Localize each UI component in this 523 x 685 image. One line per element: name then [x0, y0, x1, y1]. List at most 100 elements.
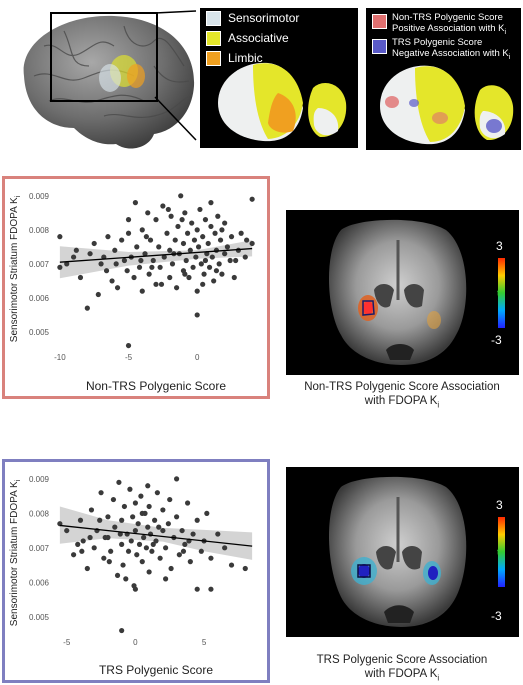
data-point [244, 237, 250, 243]
data-point [216, 261, 222, 267]
data-point [119, 627, 125, 634]
data-point [213, 268, 220, 274]
data-point [160, 203, 166, 209]
data-point [132, 200, 138, 206]
data-point [138, 257, 144, 264]
x-tick-label: -5 [125, 353, 133, 362]
data-point [172, 237, 178, 243]
data-point [132, 527, 138, 534]
data-point [145, 483, 151, 489]
data-point [242, 565, 248, 572]
caption-bottom-line1: TRS Polygenic Score Association [316, 654, 488, 666]
data-point [201, 271, 207, 277]
data-point [139, 510, 145, 516]
caption-bottom-line2-text: with FDOPA K [364, 668, 438, 680]
x-tick-label: -10 [54, 353, 66, 362]
data-point [110, 496, 117, 503]
data-point [189, 220, 195, 226]
colorbar-max-bottom: 3 [496, 498, 503, 512]
data-point [161, 254, 167, 260]
data-point [160, 527, 166, 534]
data-point [125, 342, 132, 349]
data-point [215, 213, 221, 219]
x-tick-label: 5 [202, 638, 207, 647]
data-point [160, 507, 166, 513]
y-tick-label: 0.005 [29, 328, 50, 337]
legend-label-negative-line2: Negative Association with Ki [392, 48, 510, 61]
zoom-lines [154, 10, 197, 141]
data-point [212, 230, 218, 236]
caption-top: Non-TRS Polygenic Score Association with… [283, 380, 521, 412]
data-point [182, 210, 188, 216]
data-point [198, 261, 204, 267]
legend-swatch-negative [372, 39, 387, 54]
data-point [190, 264, 196, 270]
data-point [143, 234, 149, 240]
data-point [130, 514, 136, 520]
data-point [98, 261, 104, 267]
data-point [202, 217, 209, 223]
data-point [106, 559, 112, 565]
positive-sub: i [504, 28, 507, 36]
data-point [84, 305, 90, 311]
data-point [142, 251, 148, 257]
data-point [215, 531, 221, 537]
data-point [178, 193, 184, 199]
negative-text: Negative Association with K [392, 48, 509, 59]
data-point [103, 268, 110, 274]
data-point [249, 196, 255, 202]
data-point [131, 274, 137, 281]
striatum-render [218, 62, 347, 142]
data-point [84, 565, 90, 572]
data-point [149, 264, 155, 270]
data-point [180, 240, 187, 247]
data-point [145, 210, 151, 216]
data-point [168, 565, 174, 572]
y-tick-label: 0.007 [29, 544, 50, 553]
caption-top-line2: with FDOPA Ki [283, 394, 521, 412]
data-point [165, 206, 171, 213]
data-point [179, 217, 185, 223]
data-point [165, 521, 171, 527]
data-point [134, 244, 140, 250]
legend-label-associative: Associative [228, 31, 289, 45]
y-tick-label: 0.005 [29, 613, 50, 622]
data-point [145, 524, 151, 530]
data-point [124, 268, 130, 274]
caption-bottom-sub: i [437, 673, 440, 683]
regression-line [59, 524, 253, 547]
data-point [167, 274, 173, 281]
data-point [139, 559, 145, 565]
data-point [97, 517, 103, 523]
data-point [200, 234, 206, 240]
brain-3d-render [4, 6, 204, 156]
data-point [193, 254, 199, 260]
data-point [131, 583, 137, 589]
data-point [113, 261, 119, 267]
data-point [233, 257, 239, 264]
data-point [117, 531, 123, 537]
legend-label-negative-line1: TRS Polygenic Score [392, 37, 483, 48]
data-point [64, 261, 70, 267]
data-point [125, 230, 132, 236]
data-point [87, 534, 93, 541]
association-legend-panel: Non-TRS Polygenic Score Positive Associa… [366, 8, 521, 150]
data-point [105, 234, 111, 240]
data-point [231, 274, 237, 281]
x-axis-label: Non-TRS Polygenic Score [86, 379, 226, 393]
data-point [228, 234, 235, 240]
y-axis-label: Sensorimotor Striatum FDOPA Ki [9, 479, 22, 626]
data-point [79, 548, 85, 554]
data-point [91, 545, 97, 551]
data-point [182, 541, 188, 547]
y-axis-label: Sensorimotor Striatum FDOPA Ki [9, 195, 22, 342]
data-point [217, 237, 224, 243]
y-tick-label: 0.007 [29, 260, 50, 269]
data-point [175, 223, 181, 230]
legend-swatch-limbic [206, 51, 221, 66]
data-point [135, 521, 141, 527]
data-point [73, 247, 79, 253]
data-point [197, 206, 203, 213]
data-point [213, 247, 220, 253]
